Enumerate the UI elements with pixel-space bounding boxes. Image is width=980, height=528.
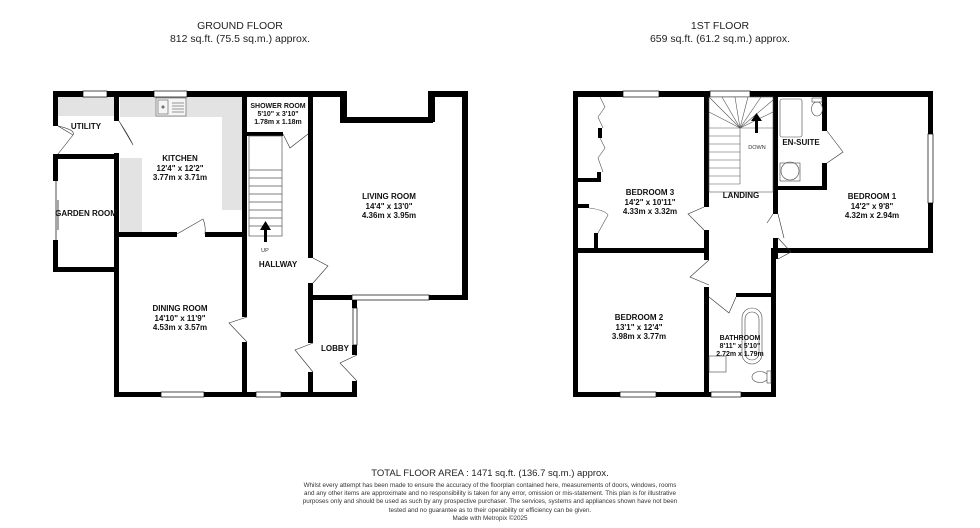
room-hallway: HALLWAY xyxy=(259,260,297,270)
room-name: BEDROOM 1 xyxy=(847,192,897,201)
room-name: SHOWER ROOM xyxy=(250,103,306,110)
ground-floor-walls xyxy=(53,91,468,397)
room-imperial: 14'10" x 11'9" xyxy=(154,313,206,323)
room-bedroom-3: BEDROOM 3 14'2" x 10'11" 4.33m x 3.32m xyxy=(623,188,677,217)
stair-down-label: DOWN xyxy=(748,145,766,151)
first-floor-doors xyxy=(687,130,844,314)
ground-floor-area: 812 sq.ft. (75.5 sq.m.) approx. xyxy=(169,33,311,45)
ground-floor-windows xyxy=(55,90,430,398)
room-name: LIVING ROOM xyxy=(362,192,416,201)
room-name: LOBBY xyxy=(321,344,349,353)
room-metric: 3.98m x 3.77m xyxy=(611,332,667,341)
toilet-icon xyxy=(811,101,823,117)
kitchen-sink-icon xyxy=(155,97,187,117)
first-floor-plan xyxy=(573,90,934,398)
room-shower-room: SHOWER ROOM 5'10" x 3'10" 1.78m x 1.18m xyxy=(250,103,305,127)
ensuite-fixtures xyxy=(779,97,823,182)
room-kitchen: KITCHEN 12'4" x 12'2" 3.77m x 3.71m xyxy=(153,154,207,183)
ground-floor-header: GROUND FLOOR 812 sq.ft. (75.5 sq.m.) app… xyxy=(150,20,330,46)
bathroom-toilet-icon xyxy=(751,371,769,383)
room-bedroom-2: BEDROOM 2 13'1" x 12'4" 3.98m x 3.77m xyxy=(612,313,666,342)
made-with-credit: Made with Metropix ©2025 xyxy=(452,514,528,522)
room-name: KITCHEN xyxy=(162,154,198,163)
ground-floor-staircase xyxy=(248,135,283,237)
first-floor-title: 1ST FLOOR xyxy=(690,20,750,32)
room-landing: LANDING xyxy=(723,191,759,201)
first-floor-walls xyxy=(573,91,933,397)
room-bedroom-1: BEDROOM 1 14'2" x 9'8" 4.32m x 2.94m xyxy=(845,192,899,221)
room-name: BATHROOM xyxy=(719,335,761,342)
ground-floor-doors xyxy=(57,120,358,382)
room-name: HALLWAY xyxy=(258,260,298,269)
room-name: GARDEN ROOM xyxy=(55,209,117,218)
room-metric: 4.32m x 2.94m xyxy=(844,211,900,220)
room-name: BEDROOM 3 xyxy=(625,188,675,197)
room-dining-room: DINING ROOM 14'10" x 11'9" 4.53m x 3.57m xyxy=(152,304,207,333)
bath-icon xyxy=(741,307,763,365)
room-imperial: 14'2" x 9'8" xyxy=(850,201,894,211)
room-garden-room: GARDEN ROOM xyxy=(55,209,117,219)
stair-up-arrow-icon xyxy=(260,221,271,242)
bathroom-fixtures xyxy=(708,307,772,384)
first-floor-staircase xyxy=(708,96,774,193)
room-lobby: LOBBY xyxy=(321,344,349,354)
room-metric: 4.36m x 3.95m xyxy=(361,211,417,220)
room-name: BEDROOM 2 xyxy=(614,313,664,322)
first-floor-header: 1ST FLOOR 659 sq.ft. (61.2 sq.m.) approx… xyxy=(620,20,820,46)
room-metric: 4.53m x 3.57m xyxy=(152,323,208,332)
room-metric: 1.78m x 1.18m xyxy=(254,119,302,126)
room-en-suite: EN-SUITE xyxy=(782,138,819,148)
ground-floor-plan xyxy=(53,90,468,398)
room-metric: 2.72m x 1.79m xyxy=(716,351,764,358)
shower-tray-icon xyxy=(779,98,803,138)
room-metric: 3.77m x 3.71m xyxy=(152,173,208,182)
room-utility: UTILITY xyxy=(71,122,101,132)
room-imperial: 5'10" x 3'10" xyxy=(257,111,299,118)
room-name: EN-SUITE xyxy=(782,138,820,147)
room-imperial: 14'4" x 13'0" xyxy=(365,201,413,211)
wardrobe-doors xyxy=(588,96,609,234)
ground-floor-title: GROUND FLOOR xyxy=(197,20,283,32)
room-name: DINING ROOM xyxy=(152,304,208,313)
footer: TOTAL FLOOR AREA : 1471 sq.ft. (136.7 sq… xyxy=(300,468,680,522)
room-living-room: LIVING ROOM 14'4" x 13'0" 4.36m x 3.95m xyxy=(362,192,416,221)
first-floor-windows xyxy=(619,90,934,398)
room-name: LANDING xyxy=(722,191,760,200)
bathroom-basin-icon xyxy=(708,355,727,373)
first-floor-area: 659 sq.ft. (61.2 sq.m.) approx. xyxy=(649,33,791,45)
room-name: UTILITY xyxy=(70,122,102,131)
room-metric: 4.33m x 3.32m xyxy=(622,207,678,216)
room-imperial: 14'2" x 10'11" xyxy=(624,197,676,207)
room-imperial: 12'4" x 12'2" xyxy=(156,163,204,173)
room-imperial: 8'11" x 5'10" xyxy=(719,343,761,350)
room-imperial: 13'1" x 12'4" xyxy=(615,322,663,332)
total-floor-area: TOTAL FLOOR AREA : 1471 sq.ft. (136.7 sq… xyxy=(371,468,609,479)
stair-down-arrow-icon xyxy=(751,113,762,133)
basin-icon xyxy=(780,161,800,181)
room-bathroom: BATHROOM 8'11" x 5'10" 2.72m x 1.79m xyxy=(716,335,763,359)
disclaimer-text: Whilst every attempt has been made to en… xyxy=(302,482,678,514)
stair-up-label: UP xyxy=(261,248,269,254)
